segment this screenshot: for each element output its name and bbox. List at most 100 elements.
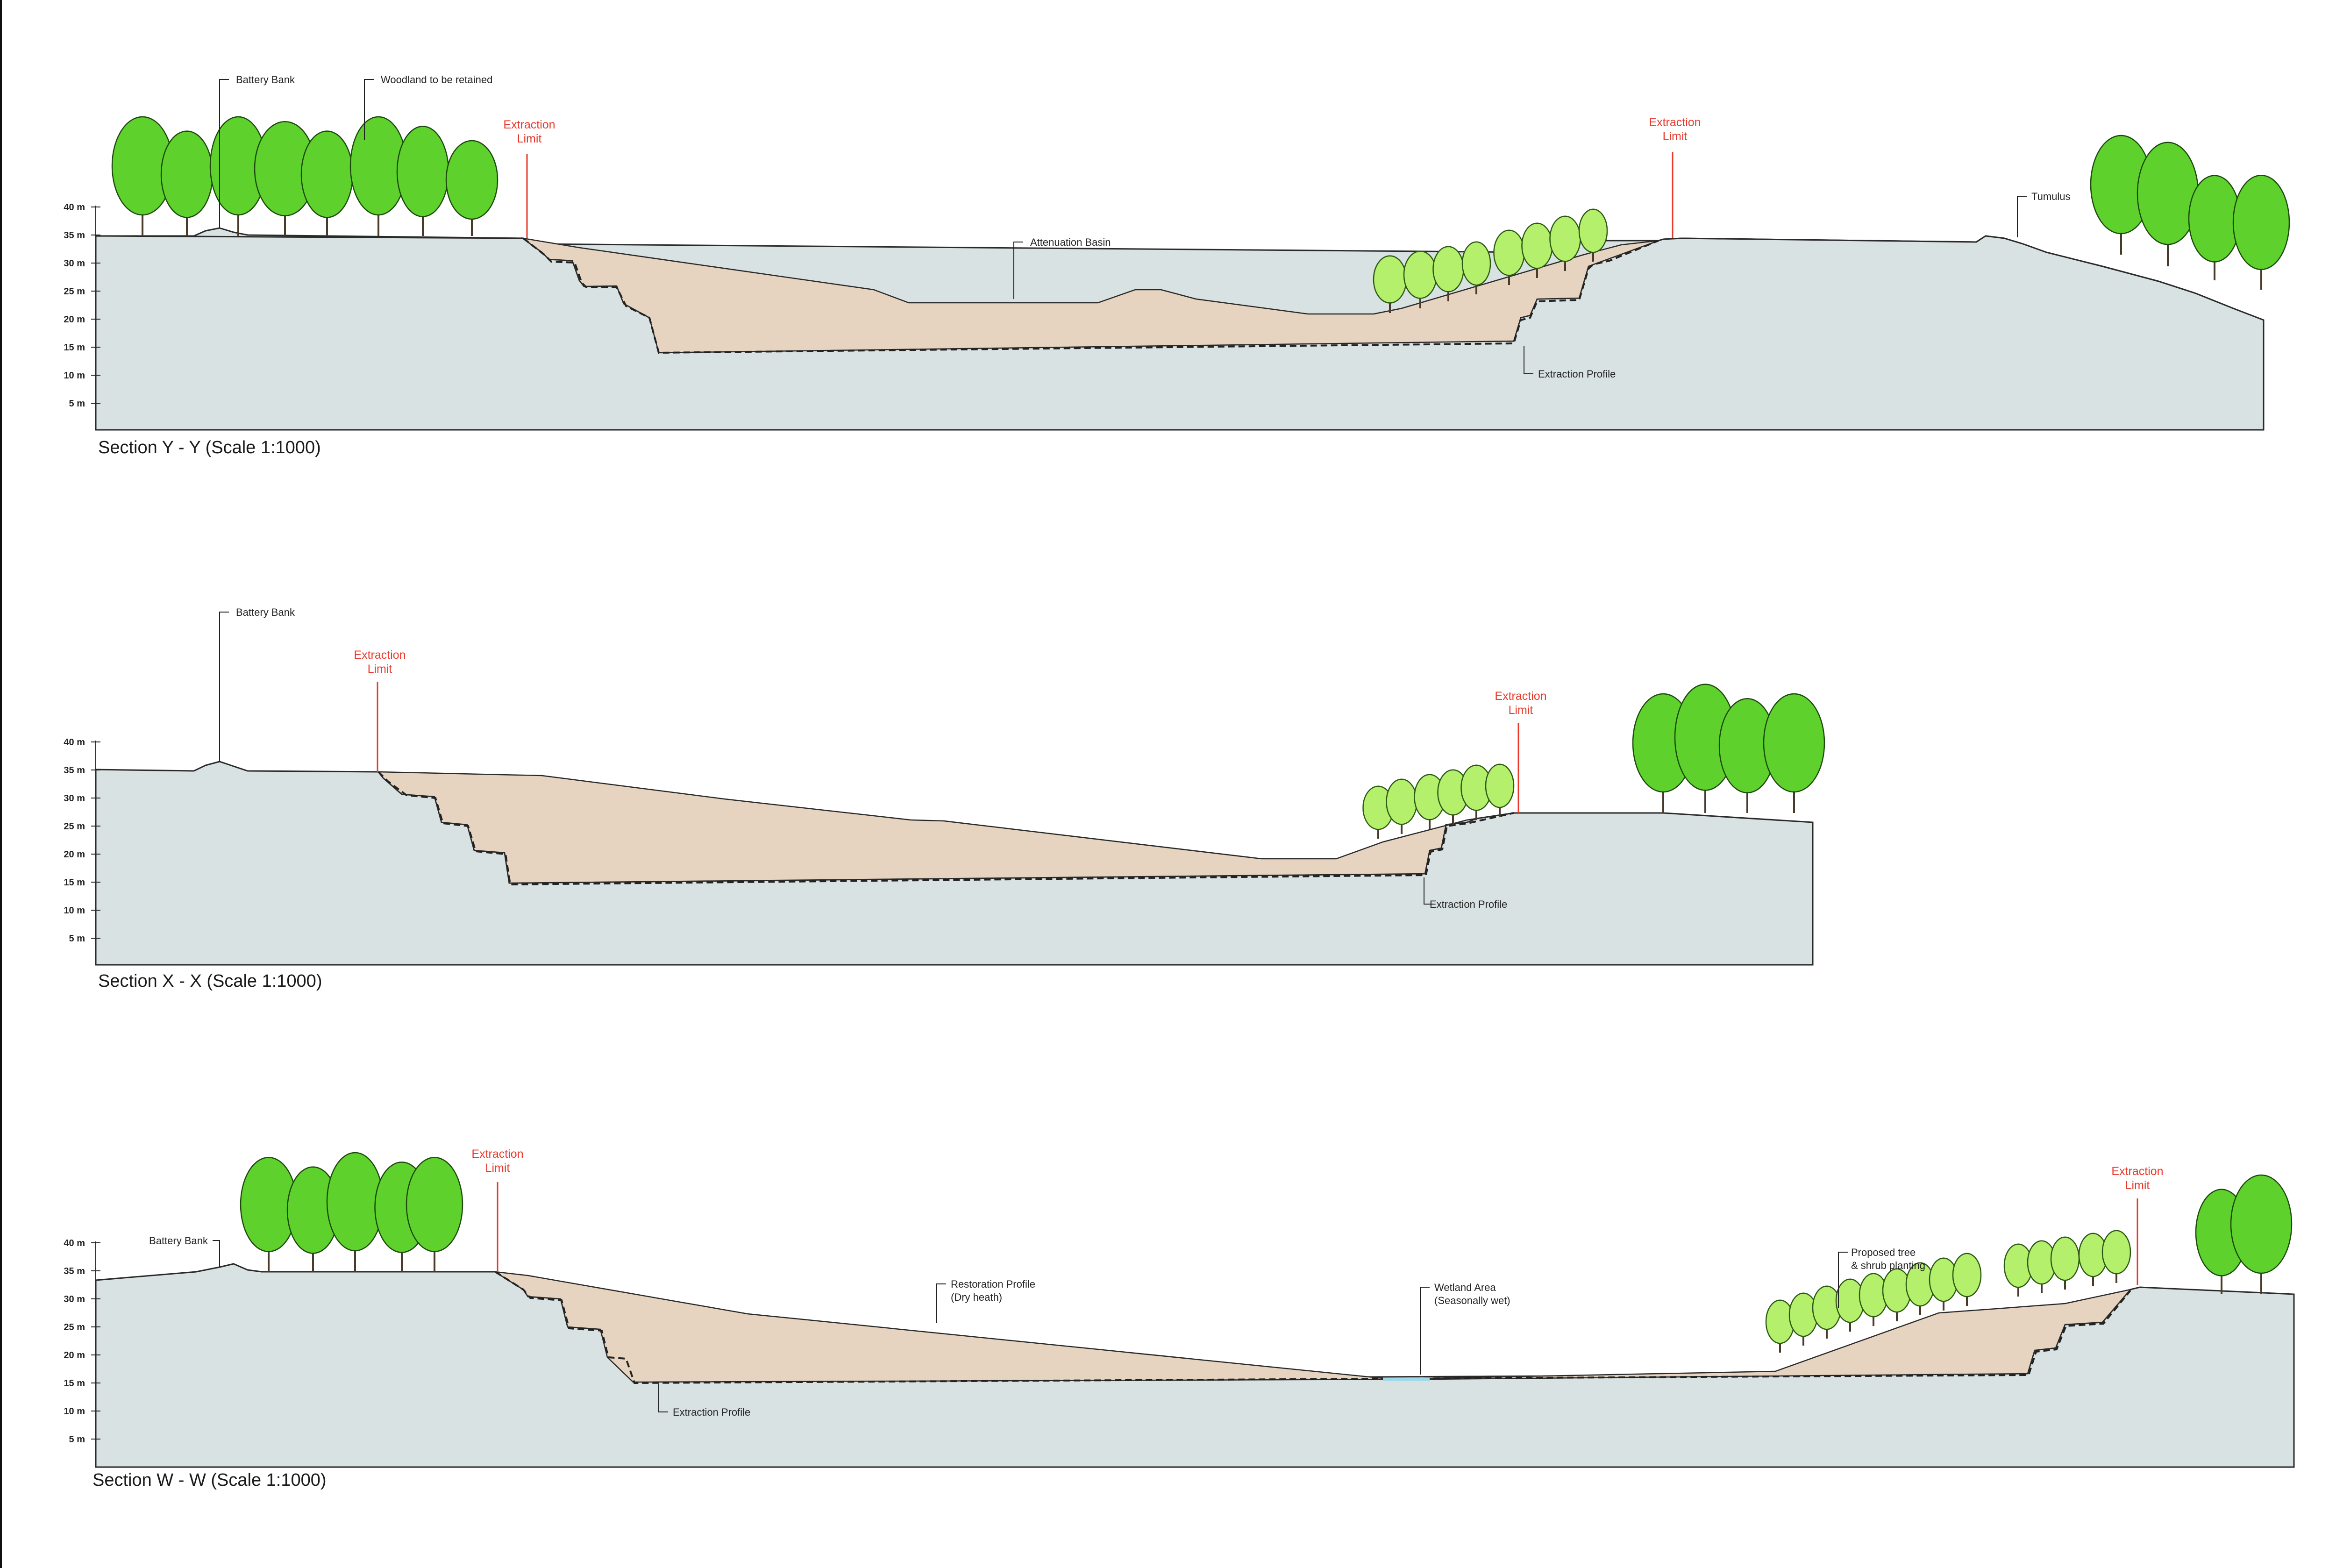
tick-label: 25 m xyxy=(64,821,85,832)
height-axis: 40 m 35 m 30 m 25 m 20 m 15 m 10 m 5 m xyxy=(64,737,100,965)
extraction-profile-leader xyxy=(658,1384,668,1412)
battery-bank-label: Battery Bank xyxy=(236,74,295,86)
tree-icon xyxy=(1763,693,1825,813)
tick-label: 10 m xyxy=(64,1406,85,1417)
tick-label: 15 m xyxy=(64,1378,85,1389)
tree-icon xyxy=(1788,1292,1818,1346)
tree-icon xyxy=(445,140,499,236)
section-w-w: 40 m 35 m 30 m 25 m 20 m 15 m 10 m 5 m B… xyxy=(64,1147,2295,1490)
tree-icon xyxy=(1578,208,1608,262)
extraction-profile-label: Extraction Profile xyxy=(1538,368,1616,380)
attenuation-basin-label: Attenuation Basin xyxy=(1030,236,1111,248)
tree-icon xyxy=(160,130,214,236)
tumulus-label: Tumulus xyxy=(2031,191,2071,202)
tick-label: 5 m xyxy=(69,934,85,944)
woodland-label: Woodland to be retained xyxy=(381,74,492,86)
tumulus-trees xyxy=(2090,135,2290,290)
tumulus-leader xyxy=(2017,196,2027,237)
planting-trees xyxy=(1373,208,1608,313)
wetland-leader xyxy=(1420,1287,1430,1375)
battery-bank-leader xyxy=(219,79,229,228)
extraction-profile-line xyxy=(522,237,1659,354)
section-title: Section W - W (Scale 1:1000) xyxy=(93,1470,327,1490)
woodland-trees xyxy=(111,116,499,236)
woodland-trees xyxy=(240,1152,463,1272)
planting-trees xyxy=(1362,763,1515,839)
tick-label: 35 m xyxy=(64,230,85,241)
restoration-fill xyxy=(377,771,1514,884)
proposed-planting-leader xyxy=(1838,1252,1848,1308)
tree-icon xyxy=(1386,778,1417,834)
restoration-profile-label: Restoration Profile(Dry heath) xyxy=(951,1278,1035,1303)
extraction-profile-leader xyxy=(1524,346,1533,374)
battery-bank-leader xyxy=(213,1240,220,1267)
tree-icon xyxy=(406,1156,463,1272)
tree-icon xyxy=(1859,1273,1888,1326)
tree-icon xyxy=(111,116,174,236)
tick-label: 15 m xyxy=(64,342,85,353)
tick-label: 25 m xyxy=(64,1322,85,1333)
height-axis: 40 m 35 m 30 m 25 m 20 m 15 m 10 m 5 m xyxy=(64,202,100,430)
tree-icon xyxy=(1952,1253,1982,1306)
tick-label: 35 m xyxy=(64,1266,85,1276)
woodland-leader xyxy=(364,79,374,140)
tick-label: 40 m xyxy=(64,737,85,748)
extraction-profile-leader xyxy=(1424,877,1433,905)
extraction-profile-label: Extraction Profile xyxy=(1430,898,1507,910)
tree-icon xyxy=(2188,175,2241,280)
tree-icon xyxy=(1765,1299,1795,1353)
tick-label: 40 m xyxy=(64,202,85,213)
tree-icon xyxy=(1929,1257,1959,1311)
battery-bank-label: Battery Bank xyxy=(236,606,295,618)
tree-icon xyxy=(2078,1233,2108,1286)
tick-label: 5 m xyxy=(69,399,85,409)
tick-label: 35 m xyxy=(64,765,85,776)
restoration-profile-leader xyxy=(936,1283,946,1323)
edge-trees xyxy=(2195,1174,2293,1294)
proposed-planting-label: Proposed tree& shrub planting xyxy=(1851,1247,1925,1271)
extraction-profile-line xyxy=(377,771,1514,886)
tree-icon xyxy=(2232,174,2290,290)
section-x-x: 40 m 35 m 30 m 25 m 20 m 15 m 10 m 5 m B… xyxy=(64,606,1825,991)
tick-label: 30 m xyxy=(64,258,85,269)
battery-bank-leader xyxy=(219,612,229,762)
tree-icon xyxy=(2230,1174,2293,1294)
tree-icon xyxy=(349,116,407,236)
tick-label: 15 m xyxy=(64,877,85,888)
tick-label: 40 m xyxy=(64,1238,85,1248)
tree-icon xyxy=(396,126,449,236)
tick-label: 5 m xyxy=(69,1434,85,1445)
section-title: Section X - X (Scale 1:1000) xyxy=(98,971,322,991)
height-axis: 40 m 35 m 30 m 25 m 20 m 15 m 10 m 5 m xyxy=(64,1238,100,1467)
wetland-area-label: Wetland Area(Seasonally wet) xyxy=(1434,1282,1510,1306)
tick-label: 20 m xyxy=(64,849,85,860)
tree-icon xyxy=(326,1152,384,1272)
tree-icon xyxy=(1432,246,1464,301)
tree-icon xyxy=(2137,142,2199,266)
section-title: Section Y - Y (Scale 1:1000) xyxy=(98,438,321,457)
planting-trees xyxy=(1765,1230,2131,1353)
tree-icon xyxy=(2090,135,2152,255)
tree-icon xyxy=(1373,255,1407,313)
tree-icon xyxy=(300,130,354,236)
tick-label: 30 m xyxy=(64,793,85,804)
tick-label: 30 m xyxy=(64,1294,85,1304)
tree-icon xyxy=(1493,229,1525,285)
tick-label: 20 m xyxy=(64,1350,85,1361)
extraction-profile-line xyxy=(494,1271,2131,1384)
tree-icon xyxy=(2050,1236,2080,1290)
tree-icon xyxy=(1485,763,1515,817)
tree-icon xyxy=(2101,1230,2131,1283)
battery-bank-label: Battery Bank xyxy=(149,1235,208,1247)
tick-label: 20 m xyxy=(64,314,85,325)
tick-label: 10 m xyxy=(64,905,85,916)
extraction-profile-label: Extraction Profile xyxy=(673,1406,750,1418)
tree-icon xyxy=(1461,241,1491,294)
tick-label: 10 m xyxy=(64,371,85,381)
